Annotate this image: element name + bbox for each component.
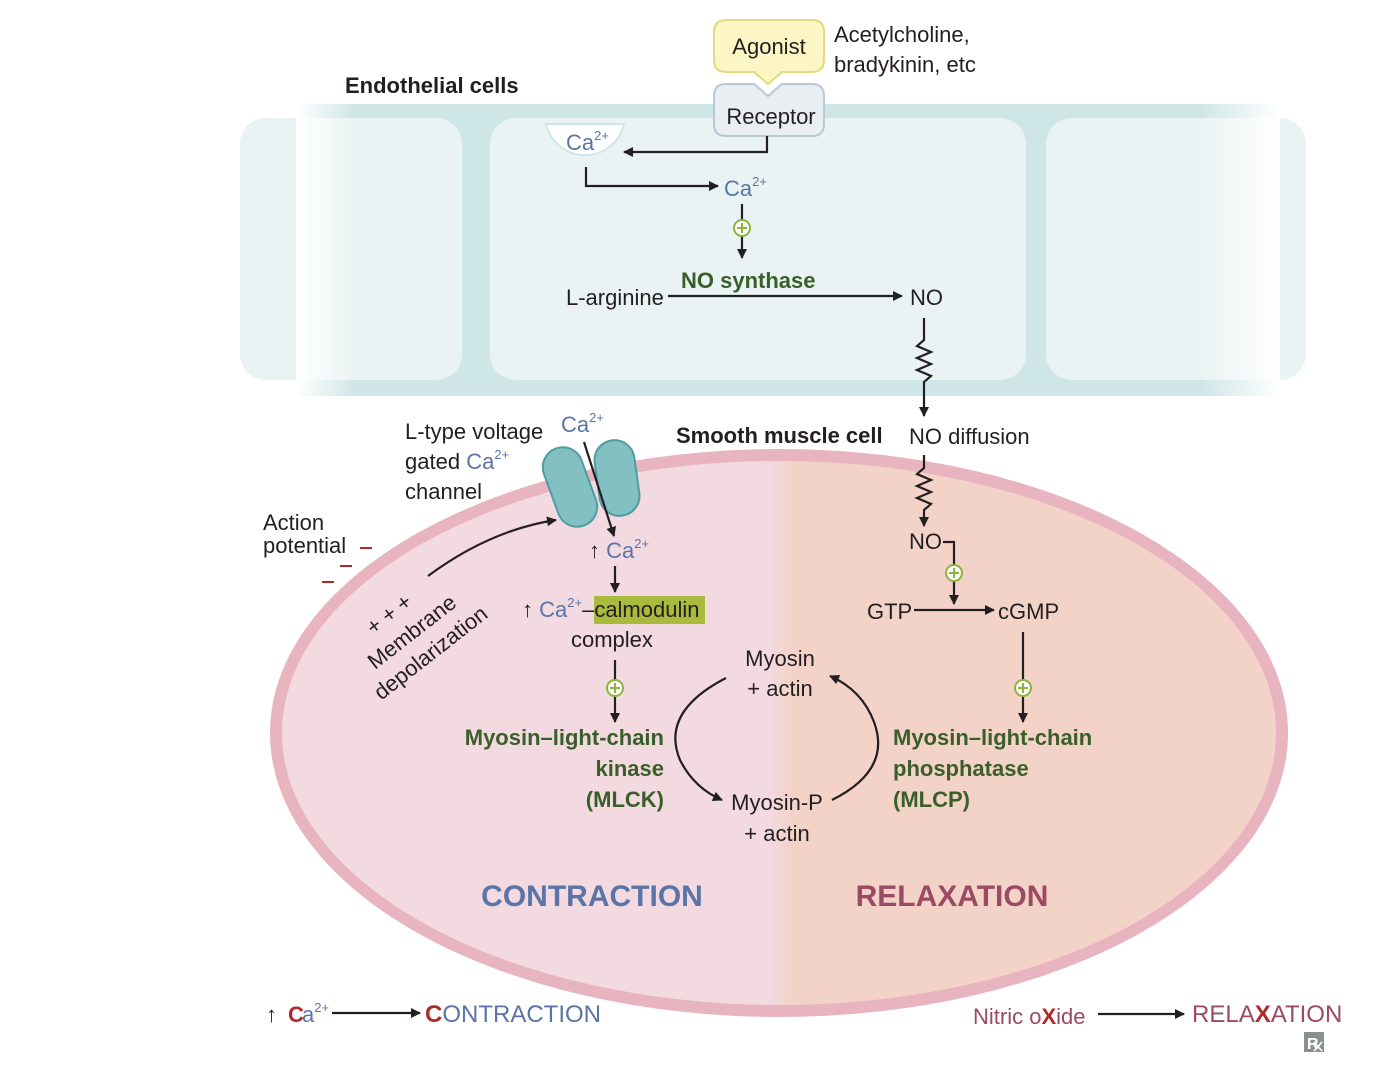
- action-potential-line1: Action: [263, 510, 324, 535]
- mlck-line3: (MLCK): [586, 787, 664, 812]
- dephosphorylation-arrow: [829, 674, 880, 801]
- phosphorylation-arrow: [674, 677, 727, 802]
- l-type-calcium-channel: [541, 439, 641, 528]
- agonist-bubble: Agonist: [713, 19, 825, 86]
- depolarization-arrow: [427, 516, 557, 577]
- action-potential-line2: potential: [263, 533, 346, 558]
- agonist-examples-line1: Acetylcholine,: [834, 22, 970, 47]
- smooth-muscle-cell-title: Smooth muscle cell: [676, 423, 883, 448]
- endothelial-cell-center: [490, 118, 1026, 380]
- mlck-line2: kinase: [596, 756, 665, 781]
- calmodulin-highlight: [594, 596, 705, 624]
- relaxation-label: RELAXATION: [856, 880, 1049, 913]
- rx-logo: R: [1304, 1032, 1324, 1053]
- no-to-cgmp-arrow: [943, 540, 959, 605]
- myosin-p-line1: Myosin-P: [731, 790, 823, 815]
- mnemonic-contraction: CONTRACTION: [425, 1001, 601, 1028]
- contraction-label: CONTRACTION: [481, 880, 703, 913]
- receptor: Receptor: [713, 83, 825, 137]
- negative-charges: [322, 547, 372, 583]
- endothelial-cells-title: Endothelial cells: [345, 73, 519, 98]
- calcium-store: [544, 123, 626, 157]
- mlcp-line3: (MLCP): [893, 787, 970, 812]
- increased-ca-label: ↑ Ca2+: [589, 536, 649, 563]
- no-diffusion-arrow-upper: [914, 318, 934, 417]
- complex-label: complex: [571, 627, 653, 652]
- mnemonic-ca-c: C: [288, 1002, 304, 1027]
- mnemonic-nitric-oxide: Nitric oXide: [973, 1004, 1086, 1029]
- mlck-line1: Myosin–light-chain: [465, 725, 664, 750]
- plus-icon: [1014, 679, 1032, 697]
- no-label-muscle: NO: [909, 529, 942, 554]
- ca-store-label: Ca2+: [566, 128, 609, 155]
- l-type-line3: channel: [405, 479, 482, 504]
- l-arginine-label: L-arginine: [566, 285, 664, 310]
- extracellular-ca-label: Ca2+: [561, 410, 604, 437]
- ca-calmodulin-label: ↑ Ca2+–calmodulin: [522, 595, 699, 622]
- mlcp-line1: Myosin–light-chain: [893, 725, 1092, 750]
- agonist-label: Agonist: [732, 34, 805, 59]
- no-label-endothelial: NO: [910, 285, 943, 310]
- cgmp-label: cGMP: [998, 599, 1059, 624]
- store-release-arrow: [584, 167, 719, 191]
- receptor-to-store-arrow: [623, 136, 769, 157]
- cytosol-ca-label: Ca2+: [724, 174, 767, 201]
- endothelial-layer: [240, 96, 1306, 406]
- gtp-label: GTP: [867, 599, 912, 624]
- l-type-line1: L-type voltage: [405, 419, 543, 444]
- receptor-label: Receptor: [726, 104, 815, 129]
- ca-influx-arrow: [582, 441, 617, 537]
- no-diffusion-label: NO diffusion: [909, 424, 1030, 449]
- mnemonic-ca-rest: a2+: [302, 1000, 329, 1027]
- l-type-line2: gated Ca2+: [405, 447, 509, 474]
- plus-icon: [606, 679, 624, 697]
- smooth-muscle-cell: [270, 449, 1288, 1017]
- myosin-p-line2: + actin: [744, 821, 809, 846]
- mnemonic-left: ↑: [266, 1002, 277, 1027]
- no-synthase-label: NO synthase: [681, 268, 816, 293]
- plus-icon: [945, 564, 963, 582]
- plus-icon: [733, 219, 751, 237]
- mnemonic-relaxation: RELAXATION: [1192, 1001, 1342, 1028]
- myosin-actin-line2: + actin: [747, 676, 812, 701]
- mlcp-line2: phosphatase: [893, 756, 1029, 781]
- no-diffusion-arrow-lower: [914, 455, 934, 527]
- agonist-examples-line2: bradykinin, etc: [834, 52, 976, 77]
- myosin-actin-line1: Myosin: [745, 646, 815, 671]
